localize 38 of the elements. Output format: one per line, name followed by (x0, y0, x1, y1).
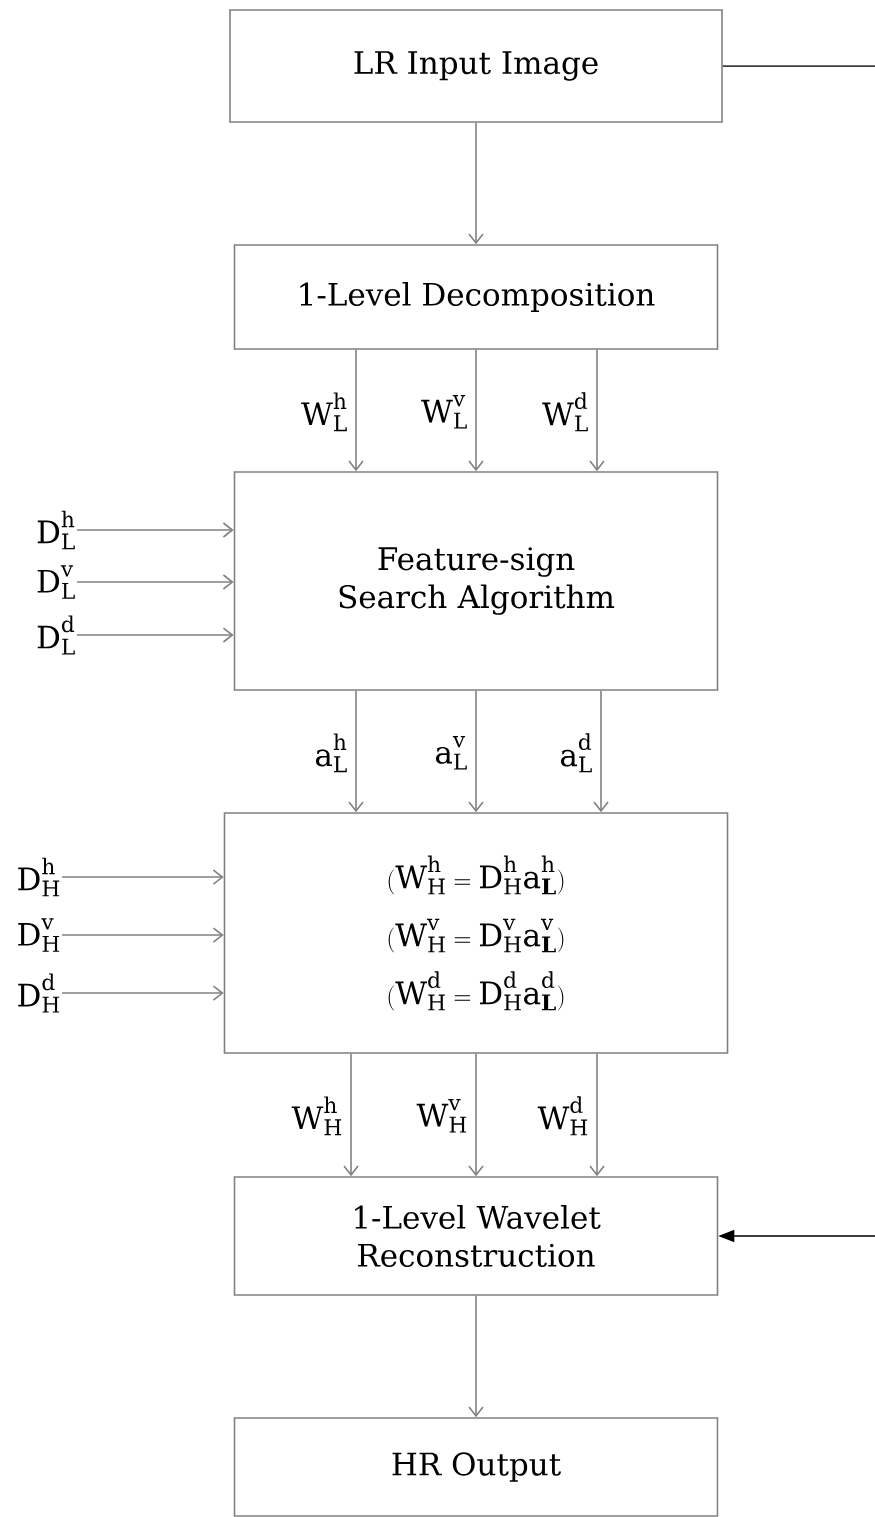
edge-label: $\mathrm{W}_{\mathrm{L}}^{\mathrm{d}}$ (542, 392, 588, 432)
arrow (348, 349, 364, 472)
arrow (468, 1053, 484, 1177)
edge-label: $\mathrm{a}_{\mathrm{L}}^{\mathrm{d}}$ (560, 733, 592, 773)
arrow (593, 690, 609, 813)
edge-label: $\mathrm{W}_{\mathrm{L}}^{\mathrm{v}}$ (421, 395, 467, 429)
process-box: 1-Level Wavelet Reconstruction (233, 1176, 719, 1296)
arrow (76, 627, 234, 643)
edge-label: $\mathrm{W}_{\mathrm{L}}^{\mathrm{h}}$ (301, 392, 347, 432)
edge-label: $\mathrm{W}_{\mathrm{H}}^{\mathrm{v}}$ (416, 1099, 467, 1133)
arrow (61, 927, 224, 943)
edge-label: $\mathrm{a}_{\mathrm{L}}^{\mathrm{v}}$ (435, 736, 467, 770)
arrow (348, 690, 364, 813)
arrow (468, 690, 484, 813)
input-symbol: $\mathrm{D}_{\mathrm{H}}^{\mathrm{h}}$ (18, 857, 60, 897)
process-box: $(\mathrm{W}_{\mathrm{H}}^{\mathrm{h}} = \mathrm{D}_{\mathrm{H}}^{\mathrm{h}}\mathrm{a}_{\mathbf{L}}^{\mathrm{h}})$ $(\mathrm{W}_{\mathrm{H}}^{\mathrm{v}} = \mathrm{D}_{\mathrm{H}}^{\mathrm{v}}\mathrm{a}_{\mathbf{L}}^{\mathrm{v}})$ $(\mathrm{W}_{\mathrm{H}}^{\mathrm{d}} = \mathrm{D}_{\mathrm{H}}^{\mathrm{d}}\mathrm{a}_{\mathbf{L}}^{\mathrm{d}})$ (223, 812, 729, 1054)
process-box: Feature-sign Search Algorithm (233, 471, 719, 691)
arrow (343, 1053, 359, 1177)
input-symbol: $\mathrm{D}_{\mathrm{H}}^{\mathrm{d}}$ (18, 973, 60, 1013)
input-symbol: $\mathrm{D}_{\mathrm{L}}^{\mathrm{h}}$ (37, 510, 75, 550)
input-symbol: $\mathrm{D}_{\mathrm{L}}^{\mathrm{d}}$ (37, 615, 75, 655)
arrow (589, 349, 605, 472)
input-symbol: $\mathrm{D}_{\mathrm{L}}^{\mathrm{v}}$ (37, 565, 75, 599)
arrow (61, 869, 224, 885)
arrow (61, 985, 224, 1001)
arrow (468, 349, 484, 472)
arrow (589, 1053, 605, 1177)
edge-label: $\mathrm{W}_{\mathrm{H}}^{\mathrm{d}}$ (537, 1096, 588, 1136)
input-symbol: $\mathrm{D}_{\mathrm{H}}^{\mathrm{v}}$ (18, 918, 60, 952)
arrow (76, 522, 234, 538)
process-box: LR Input Image (229, 9, 723, 123)
process-box: HR Output (233, 1417, 719, 1517)
edge-label: $\mathrm{W}_{\mathrm{H}}^{\mathrm{h}}$ (291, 1096, 342, 1136)
process-box: 1-Level Decomposition (233, 244, 719, 350)
arrow (76, 574, 234, 590)
arrow (468, 1295, 484, 1418)
edge-label: $\mathrm{a}_{\mathrm{L}}^{\mathrm{h}}$ (315, 733, 347, 773)
arrow (468, 122, 484, 245)
